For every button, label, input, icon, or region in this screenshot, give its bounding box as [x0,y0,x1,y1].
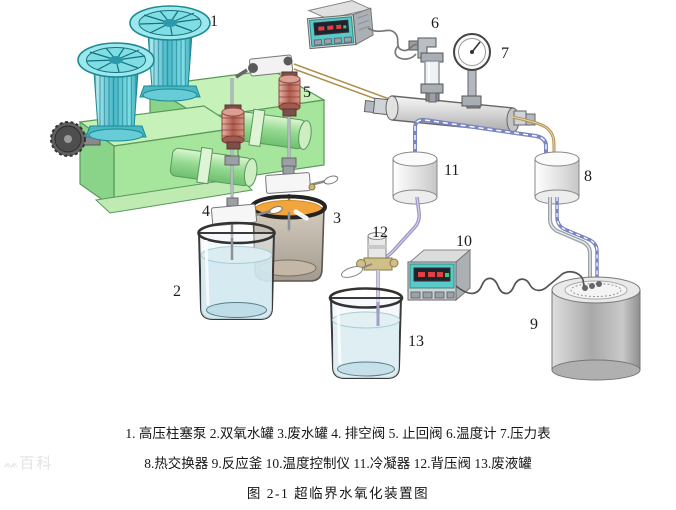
tank3-valve [265,165,339,194]
temperature-display-unit [306,0,374,50]
outlet-pipes [413,115,556,158]
label-6: 6 [431,15,439,32]
label-2: 2 [173,283,181,300]
handwheel [50,121,101,157]
label-1: 1 [210,13,218,30]
label-12: 12 [372,224,388,241]
label-11: 11 [444,162,459,179]
legend-line-2: 8.热交换器 9.反应釜 10.温度控制仪 11.冷凝器 12.背压阀 13.废… [144,456,532,471]
mixing-tube [363,91,536,133]
exchanger-to-reactor-pipes [548,197,599,285]
motor [129,5,211,102]
watermark: ᨐ百科 [4,452,53,473]
check-valve [221,104,245,150]
label-8: 8 [584,168,592,185]
controller-wire [455,270,585,295]
label-3: 3 [333,210,341,227]
label-9: 9 [530,316,538,333]
pressure-gauge-7 [453,33,491,107]
label-10: 10 [456,233,472,250]
back-pressure-valve-12 [340,232,399,278]
label-13: 13 [408,333,424,350]
peroxide-beaker-2 [197,221,276,320]
condenser-outlet-pipe-highlight [381,196,420,260]
apparatus-diagram: 1 2 3 4 5 6 7 8 9 10 11 12 13 [50,0,641,381]
label-4: 4 [202,203,210,220]
sensor-wire [367,27,419,60]
thermometer-6 [408,37,444,103]
watermark-text: 百科 [19,455,54,472]
label-5: 5 [303,84,311,101]
motor [77,42,155,142]
legend-line-1: 1. 高压柱塞泵 2.双氧水罐 3.废水罐 4. 排空阀 5. 止回阀 6.温度… [125,426,551,441]
tee-fitting [235,54,294,79]
paw-icon: ᨐ [4,456,20,471]
high-pressure-plunger-pump [50,5,326,214]
heat-exchanger-8 [534,151,580,205]
reactor-9 [551,276,641,381]
check-valve-5 [278,71,301,117]
component-labels: 1 2 3 4 5 6 7 8 9 10 11 12 13 [173,13,592,350]
temperature-controller-10 [407,248,472,302]
waste-beaker-13 [328,287,404,379]
label-7: 7 [501,45,509,62]
condenser-11 [392,151,438,205]
figure-title: 图 2-1 超临界水氧化装置图 [246,486,430,501]
